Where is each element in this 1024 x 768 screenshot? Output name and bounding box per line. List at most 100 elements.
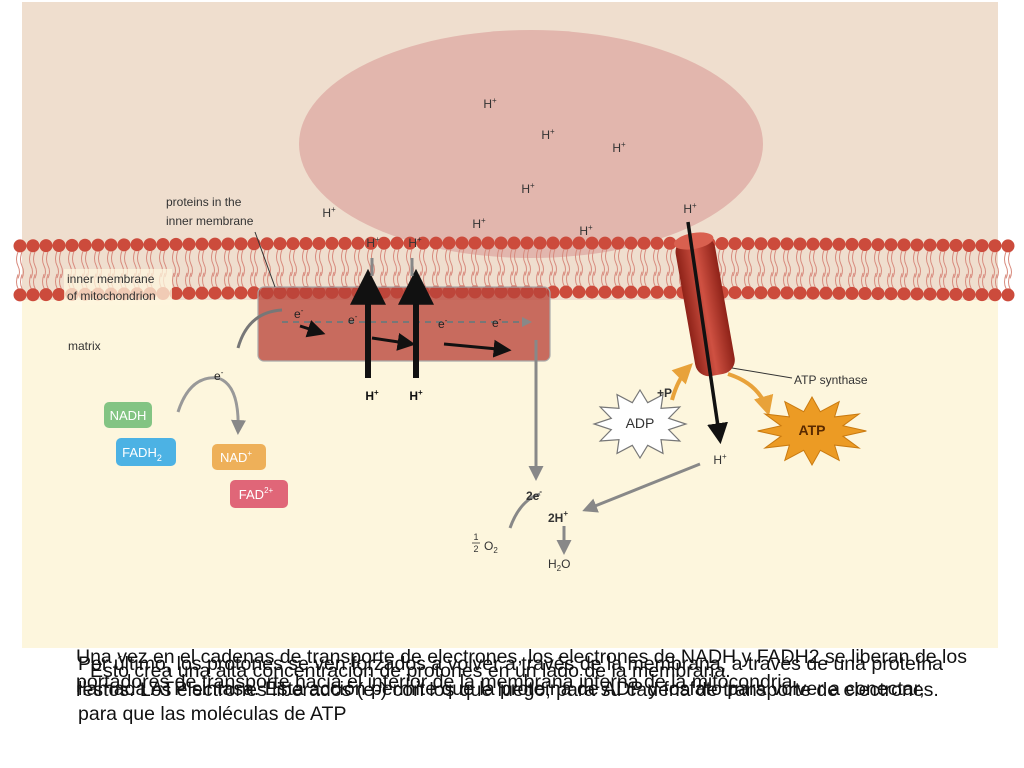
lipid-head <box>858 237 872 251</box>
adp-label: ADP <box>626 415 655 431</box>
lipid-tail <box>16 251 24 279</box>
lipid-head <box>520 236 534 250</box>
lipid-head <box>455 236 469 250</box>
lipid-head <box>845 237 859 251</box>
lipid-tail <box>445 248 453 276</box>
lipid-head <box>39 288 53 302</box>
lipid-tail <box>952 251 960 279</box>
electron-arrow-1 <box>299 320 326 338</box>
proton-label: H+ <box>322 205 336 220</box>
proton-label: H+ <box>472 216 486 231</box>
lipid-tail <box>484 248 492 276</box>
proton-pool <box>299 30 763 258</box>
lipid-head <box>650 285 664 299</box>
lipid-tail <box>211 249 219 277</box>
lipid-head <box>286 237 300 251</box>
transport-protein-complex <box>258 287 550 361</box>
nad-box <box>212 444 266 470</box>
lipid-head <box>494 236 508 250</box>
nadh-box <box>104 402 152 428</box>
lipid-head <box>221 286 235 300</box>
matrix-label: matrix <box>68 339 101 353</box>
lipid-tail <box>939 251 947 278</box>
lipid-tail <box>536 248 544 276</box>
lipid-head <box>559 285 573 299</box>
lipid-head <box>585 285 599 299</box>
lipid-tail <box>328 249 336 277</box>
lipid-head <box>117 238 131 252</box>
lipid-head <box>663 236 677 250</box>
lipid-head <box>715 237 729 251</box>
lipid-head <box>247 286 261 300</box>
proton-label: H+ <box>409 388 423 403</box>
atp-label: ATP <box>799 422 826 438</box>
lipid-tail <box>341 249 349 277</box>
lipid-head <box>26 288 40 302</box>
lipid-head <box>897 238 911 252</box>
lipid-head <box>936 287 950 301</box>
atp-synthase-label: ATP synthase <box>794 373 868 387</box>
lipid-head <box>13 239 27 253</box>
half-oxygen-label: 1 2 O2 <box>472 532 498 555</box>
lipid-head <box>637 236 651 250</box>
inner-membrane-label-bg <box>64 269 172 305</box>
lipid-tail <box>289 249 297 277</box>
lipid-head <box>611 285 625 299</box>
lipid-head <box>793 286 807 300</box>
proton-labels: H+H+H+H+H+H+H+H+H+H+H+H+H+ <box>322 96 727 467</box>
proton-label: H+ <box>579 223 593 238</box>
nadh-label: NADH <box>110 408 147 423</box>
lipid-head <box>104 238 118 252</box>
lipid-tail <box>796 249 804 277</box>
electron-label: e- <box>294 306 304 321</box>
electron-labels: e-e-e-e-e- <box>214 306 502 383</box>
lipid-tail <box>601 248 609 276</box>
lipid-tail <box>471 248 479 276</box>
lipid-head <box>403 236 417 250</box>
proton-label: H+ <box>713 452 727 467</box>
lipid-head <box>572 236 586 250</box>
lipid-head <box>754 286 768 300</box>
lipid-head <box>364 236 378 250</box>
lipid-tail <box>302 249 310 277</box>
caption-proton-gradient: Esto crea una alta concentración de prot… <box>90 660 731 682</box>
proton-label: H+ <box>541 127 555 142</box>
lipid-tail <box>913 250 921 278</box>
lipid-head <box>832 286 846 300</box>
proton-label: H+ <box>365 388 379 403</box>
lipid-head <box>923 238 937 252</box>
lipid-tail <box>861 250 869 278</box>
lipid-head <box>533 236 547 250</box>
lipid-tail <box>575 248 583 276</box>
lipid-head <box>260 237 274 251</box>
lipid-tail <box>29 251 37 279</box>
lipid-head <box>143 238 157 252</box>
lipid-head <box>624 285 638 299</box>
lipid-tail <box>770 249 778 277</box>
lipid-head <box>572 285 586 299</box>
lipid-tail <box>549 248 557 276</box>
lipid-head <box>221 237 235 251</box>
lipid-head <box>585 236 599 250</box>
nad-label: NAD+ <box>220 449 252 465</box>
lipid-head <box>663 285 677 299</box>
proton-label: H+ <box>483 96 497 111</box>
lipid-tail <box>562 248 570 276</box>
lipid-tail <box>640 249 648 276</box>
lipid-head <box>754 237 768 251</box>
lipid-head <box>169 237 183 251</box>
lipid-head <box>884 287 898 301</box>
lipid-head <box>52 287 66 301</box>
lipid-head <box>598 236 612 250</box>
lipid-tail <box>55 251 63 279</box>
atp-synthase-channel <box>673 232 735 377</box>
lipid-head <box>195 237 209 251</box>
lipid-head <box>156 237 170 251</box>
lipid-tail <box>718 249 726 277</box>
lipid-head <box>312 236 326 250</box>
lipid-head <box>416 236 430 250</box>
electron-label: e- <box>214 368 224 383</box>
lipid-head <box>858 286 872 300</box>
lipid-head <box>793 237 807 251</box>
lipid-head <box>65 238 79 252</box>
